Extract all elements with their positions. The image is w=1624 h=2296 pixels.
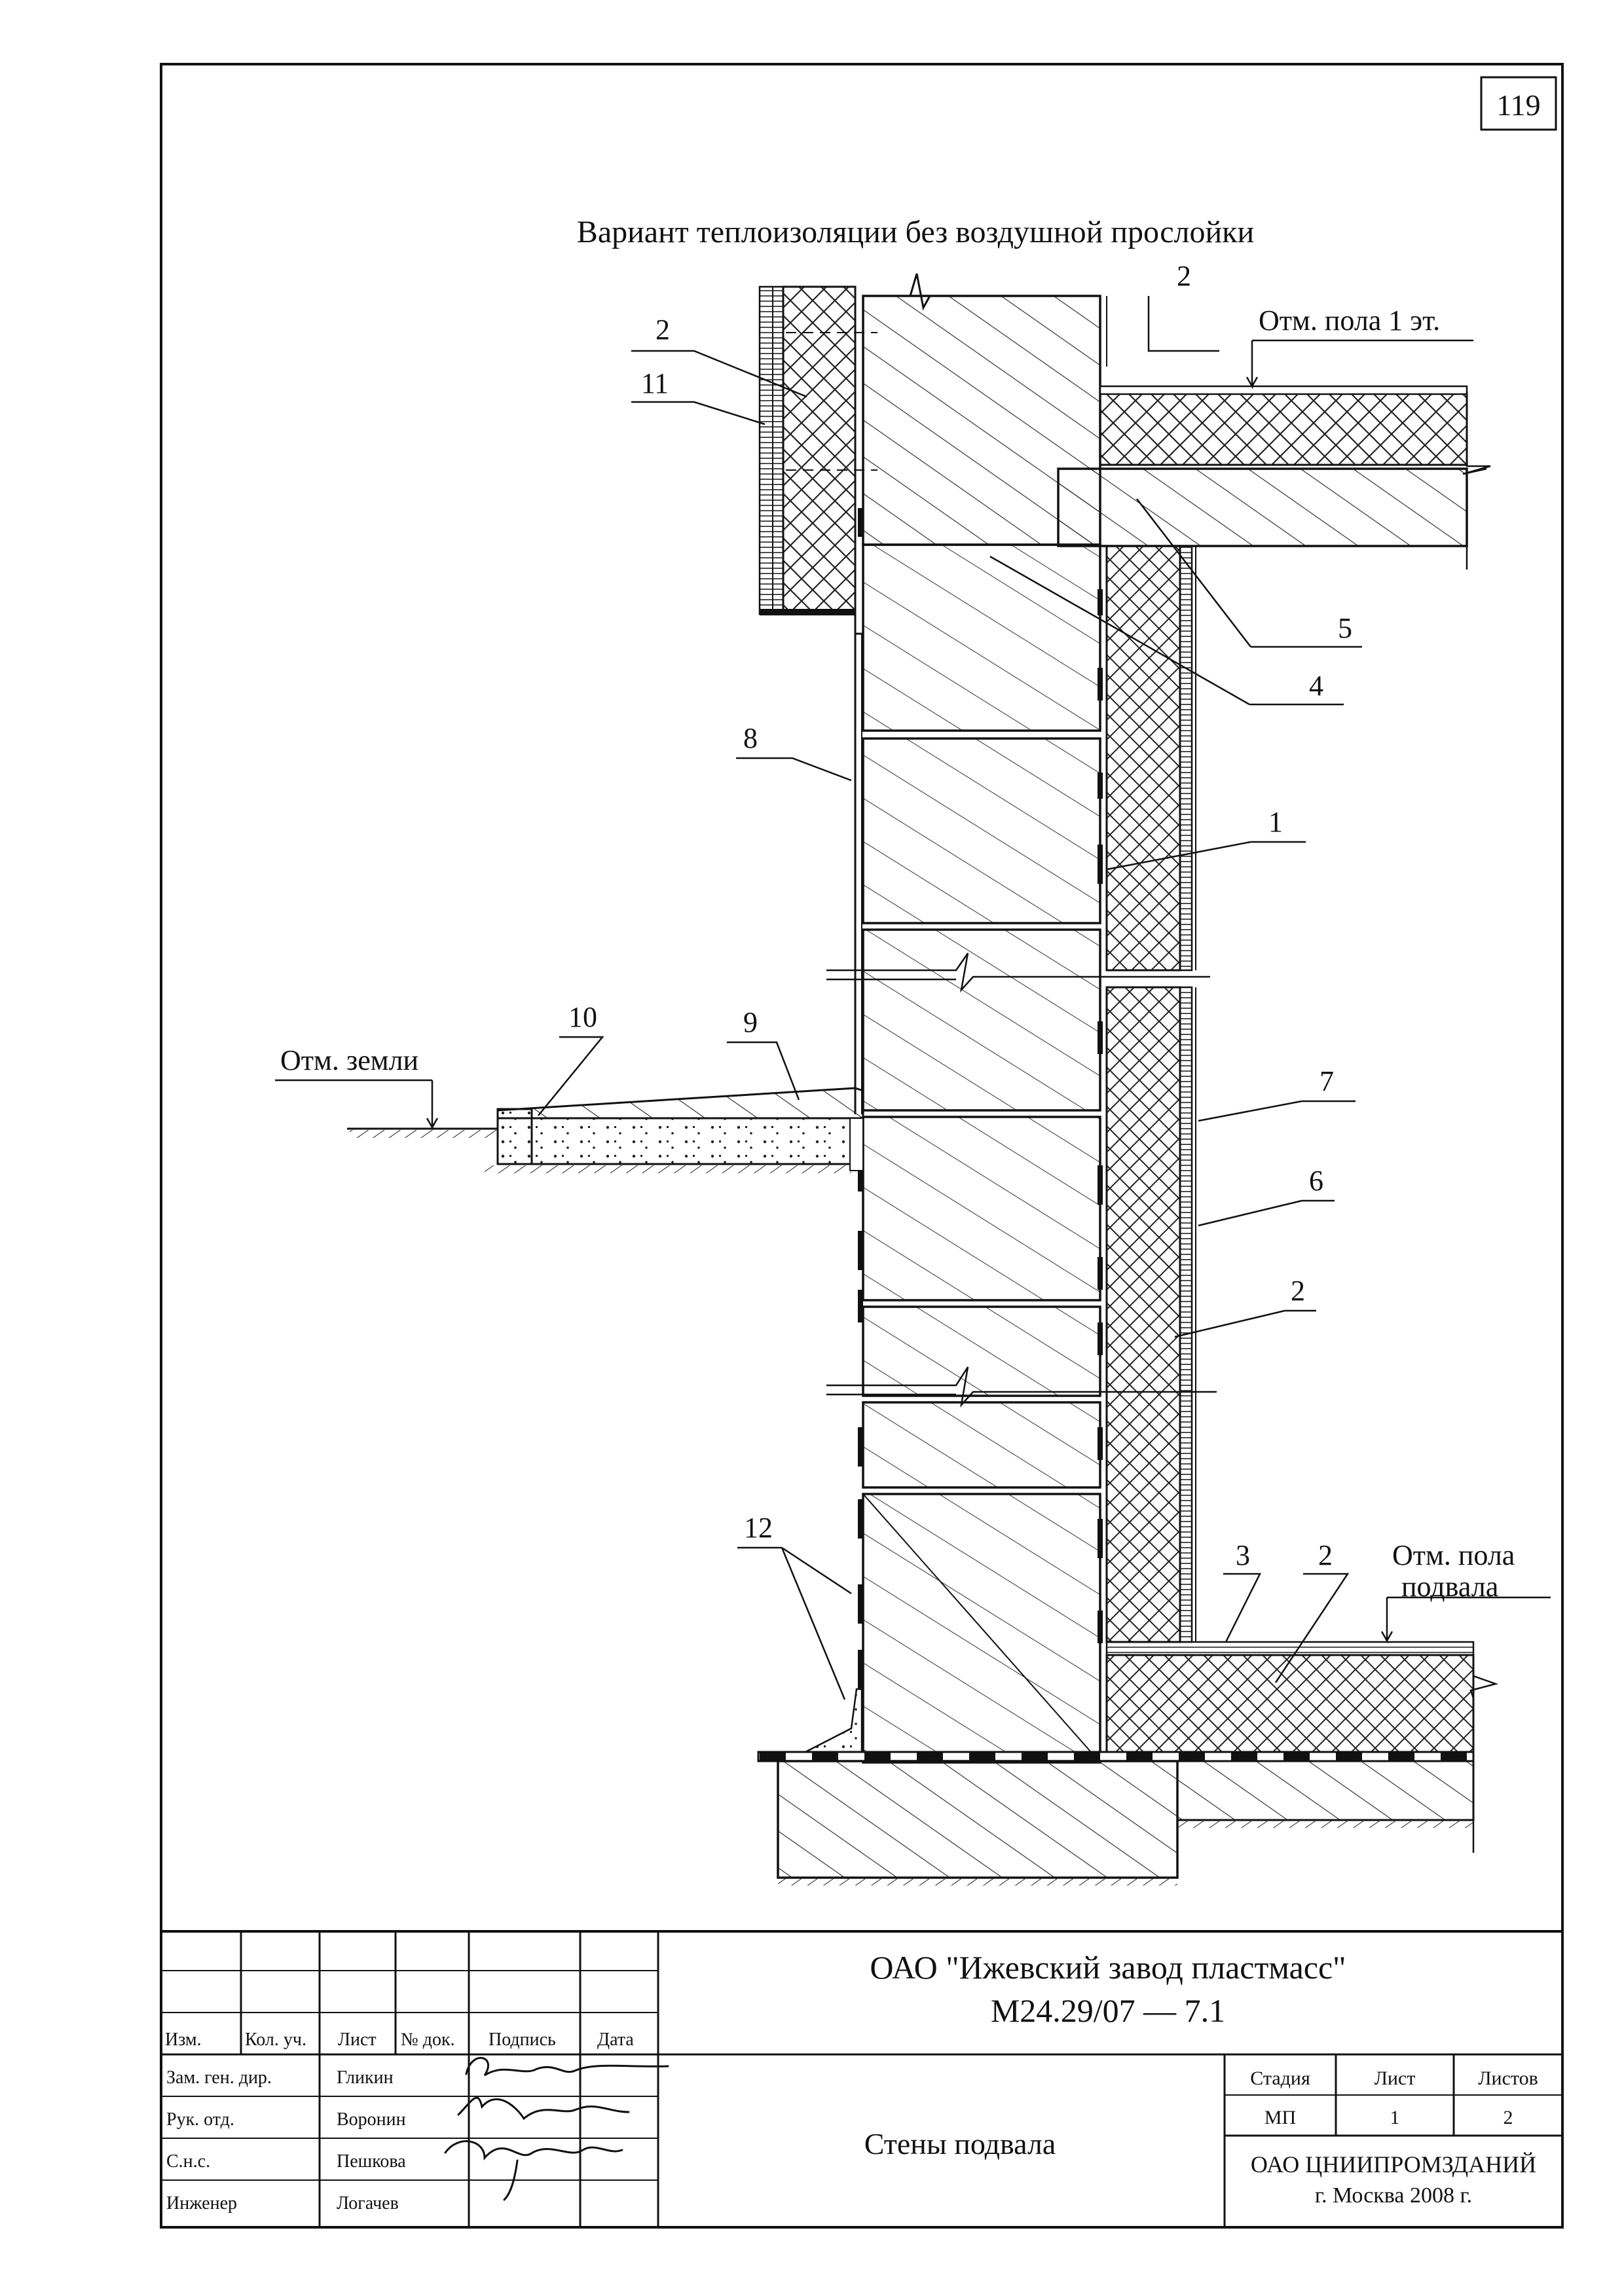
plaster-layer-upper bbox=[1179, 545, 1193, 972]
sheet-title: Стены подвала bbox=[864, 2127, 1056, 2160]
basement-insulation-upper bbox=[1105, 545, 1181, 972]
level-floor1-label: Отм. пола 1 эт. bbox=[1259, 304, 1440, 337]
city-year: г. Москва 2008 г. bbox=[1315, 2183, 1472, 2208]
stage-value: МП bbox=[1264, 2107, 1296, 2128]
render-layer bbox=[758, 285, 784, 615]
level-basement-label-2: подвала bbox=[1401, 1571, 1498, 1603]
title-block bbox=[160, 1930, 1564, 2229]
name-logachev: Логачев bbox=[337, 2193, 399, 2214]
signatures bbox=[444, 2056, 669, 2201]
callout-2-top-left: 2 bbox=[655, 314, 670, 346]
org-name: ОАО "Ижевский завод пластмасс" bbox=[870, 1949, 1346, 1986]
floor1-screed bbox=[1099, 385, 1468, 395]
name-glikin: Гликин bbox=[337, 2068, 394, 2088]
header-doc-no: № док. bbox=[401, 2030, 455, 2050]
callout-leaders bbox=[538, 296, 1362, 1700]
floor1-insulation bbox=[1099, 392, 1468, 466]
role-engineer: Инженер bbox=[166, 2193, 237, 2214]
callout-4: 4 bbox=[1309, 670, 1323, 702]
floor-slab bbox=[1057, 467, 1468, 547]
doc-code: М24.29/07 — 7.1 bbox=[991, 1992, 1225, 2029]
header-date: Дата bbox=[597, 2030, 634, 2050]
basement-wall bbox=[862, 543, 1101, 1764]
drawing-heading: Вариант теплоизоляции без воздушной прос… bbox=[577, 215, 1254, 249]
role-senior-researcher: С.н.с. bbox=[166, 2151, 210, 2172]
level-basement-label-1: Отм. пола bbox=[1392, 1539, 1515, 1571]
page-number: 119 bbox=[1496, 88, 1540, 122]
sheets-value: 2 bbox=[1504, 2107, 1513, 2128]
header-list: Лист bbox=[338, 2030, 377, 2050]
callout-1: 1 bbox=[1268, 806, 1283, 838]
basement-floor-finish bbox=[1105, 1641, 1475, 1656]
callout-10: 10 bbox=[568, 1001, 597, 1033]
blind-area bbox=[496, 1087, 864, 1120]
level-marker-basement: Отм. пола подвала bbox=[1380, 1539, 1551, 1644]
role-head-dept: Рук. отд. bbox=[166, 2109, 234, 2130]
sheet-label: Лист bbox=[1375, 2068, 1416, 2089]
name-voronin: Воронин bbox=[337, 2109, 406, 2130]
name-peshkova: Пешкова bbox=[337, 2151, 406, 2172]
curb-stone bbox=[496, 1108, 533, 1165]
callout-5: 5 bbox=[1338, 612, 1352, 644]
callout-6: 6 bbox=[1309, 1165, 1323, 1197]
sheets-label: Листов bbox=[1478, 2068, 1538, 2089]
callout-2-top: 2 bbox=[1177, 260, 1191, 292]
callout-11: 11 bbox=[641, 367, 669, 399]
callout-7: 7 bbox=[1320, 1065, 1334, 1097]
header-kol-uch: Кол. уч. bbox=[245, 2030, 306, 2050]
role-deputy-director: Зам. ген. дир. bbox=[166, 2068, 272, 2088]
slab-break-mark bbox=[1462, 458, 1491, 475]
callout-3: 3 bbox=[1236, 1539, 1250, 1571]
level-marker-ground: Отм. земли bbox=[275, 1044, 439, 1131]
callout-2-bottom: 2 bbox=[1318, 1539, 1333, 1571]
sheet-value: 1 bbox=[1390, 2107, 1400, 2128]
basement-floor-insulation bbox=[1105, 1654, 1475, 1761]
sealing-marks bbox=[858, 508, 1103, 1689]
plaster-layer-lower bbox=[1179, 986, 1193, 1643]
basement-insulation-lower bbox=[1105, 986, 1181, 1643]
upper-insulation bbox=[782, 285, 857, 615]
wall-break-mark bbox=[863, 273, 1100, 311]
stage-label: Стадия bbox=[1250, 2068, 1310, 2089]
callout-12: 12 bbox=[744, 1512, 773, 1544]
basement-slab bbox=[1176, 1760, 1475, 1821]
header-izm: Изм. bbox=[165, 2030, 202, 2050]
footing bbox=[777, 1760, 1179, 1879]
callout-2-mid: 2 bbox=[1291, 1275, 1305, 1307]
level-ground-label: Отм. земли bbox=[280, 1044, 418, 1076]
company-name: ОАО ЦНИИПРОМЗДАНИЙ bbox=[1251, 2151, 1536, 2178]
page-number-box bbox=[1480, 76, 1557, 131]
concrete-base bbox=[496, 1117, 857, 1165]
callout-8: 8 bbox=[743, 722, 758, 754]
break-lines bbox=[826, 953, 1217, 1408]
level-marker-floor1: Отм. пола 1 эт. bbox=[1246, 304, 1473, 390]
header-signature: Подпись bbox=[489, 2030, 556, 2050]
callout-9: 9 bbox=[743, 1006, 758, 1038]
